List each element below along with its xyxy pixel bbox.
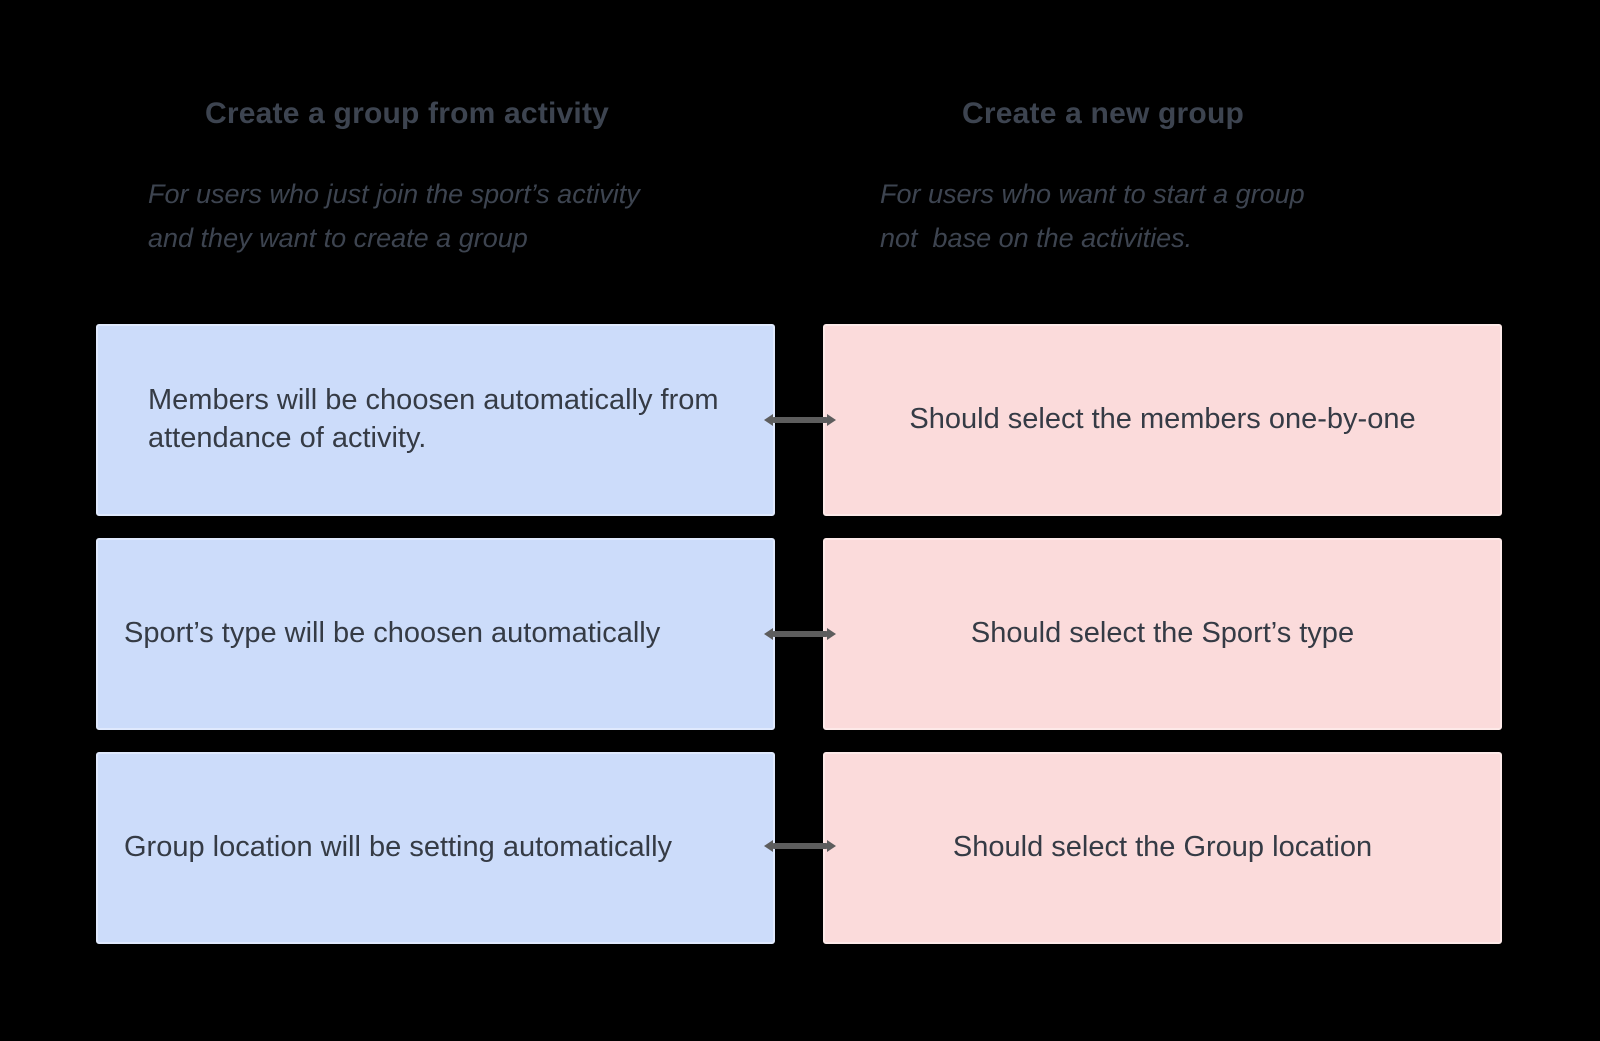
card-sport-type-automatic: Sport’s type will be choosen automatical… [96,538,775,730]
card-text: Should select the Sport’s type [970,617,1355,650]
left-column-title: Create a group from activity [205,97,610,130]
card-location-automatic: Group location will be setting automatic… [96,752,775,944]
left-column-subtitle: For users who just join the sport’s acti… [148,179,640,253]
row-connector-line [764,628,836,640]
card-location-manual: Should select the Group location [823,752,1502,944]
card-text: Should select the Group location [952,831,1373,864]
card-members-automatic: Members will be choosen automatically fr… [96,324,775,516]
right-column-title: Create a new group [962,97,1244,130]
card-text: Sport’s type will be choosen automatical… [124,617,661,650]
row-connector-line [764,840,836,852]
row-connector-line [764,414,836,426]
right-column-subtitle: For users who want to start a group not … [880,179,1305,253]
card-text: Members will be choosen automatically fr… [148,384,719,454]
card-text: Should select the members one-by-one [909,403,1416,436]
card-members-manual: Should select the members one-by-one [823,324,1502,516]
card-text: Group location will be setting automatic… [124,831,673,864]
card-sport-type-manual: Should select the Sport’s type [823,538,1502,730]
